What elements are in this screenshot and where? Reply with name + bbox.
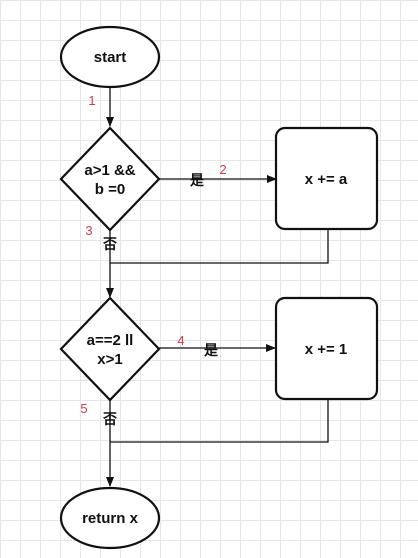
condition-2-line-2: x>1 — [97, 351, 122, 368]
condition-1-diamond — [59, 126, 161, 232]
condition-1-yes-label: 是 — [190, 173, 205, 189]
operation-2-label: x += 1 — [305, 341, 348, 358]
step-number-2: 2 — [219, 162, 226, 177]
condition-2-line-1: a==2 ll — [87, 332, 134, 349]
step-number-3: 3 — [85, 223, 92, 238]
operation-2-box — [274, 296, 379, 401]
operation-1-label: x += a — [305, 171, 348, 188]
condition-2-diamond — [59, 296, 161, 402]
edge-op2-to-merge2 — [110, 399, 329, 443]
condition-2-yes-label: 是 — [204, 343, 219, 359]
return-label: return x — [82, 510, 139, 527]
start-terminal — [59, 25, 161, 89]
operation-1-box — [274, 126, 379, 231]
return-terminal — [59, 486, 161, 550]
step-number-1: 1 — [88, 93, 95, 108]
condition-1-line-1: a>1 && — [84, 162, 135, 179]
step-number-4: 4 — [177, 333, 184, 348]
start-label: start — [94, 49, 127, 66]
condition-1-line-2: b =0 — [95, 181, 125, 198]
step-number-5: 5 — [80, 401, 87, 416]
edge-op1-to-merge1 — [110, 230, 329, 264]
condition-2-no-label: 否 — [102, 412, 117, 428]
condition-1-no-label: 否 — [102, 237, 117, 253]
